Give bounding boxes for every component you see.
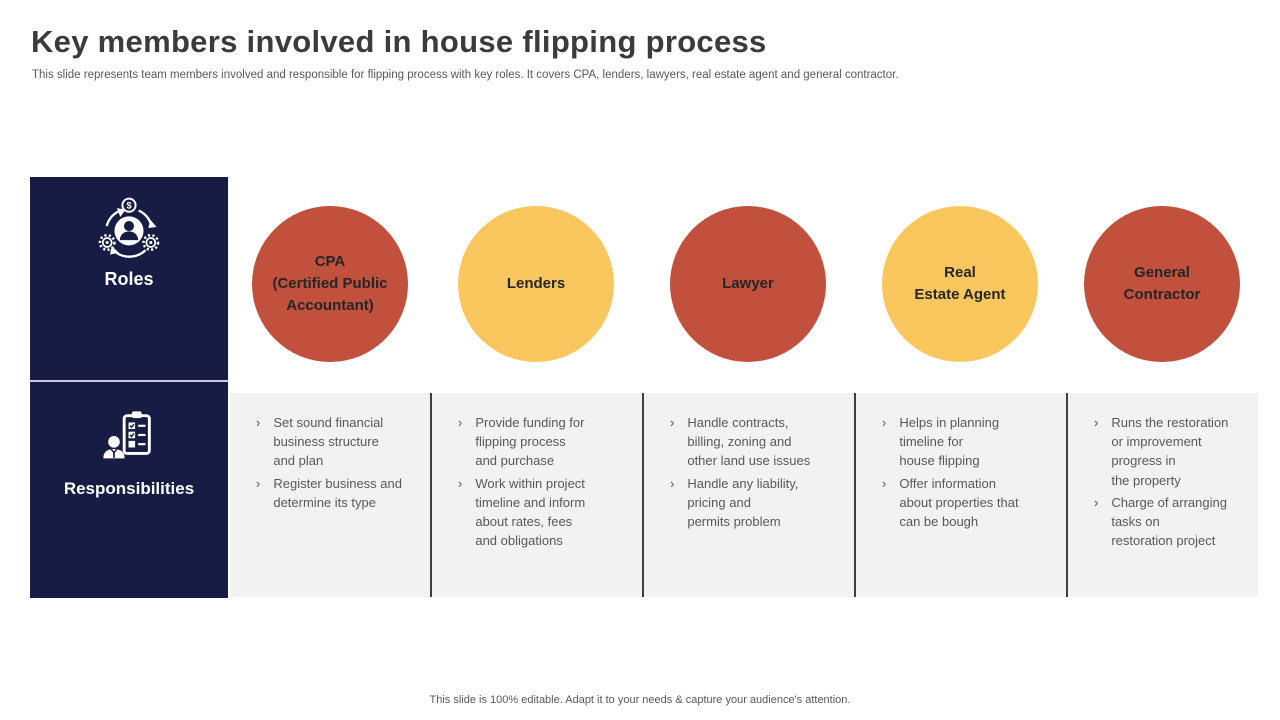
chevron-bullet-icon: › bbox=[670, 415, 675, 430]
role-circle-lawyer: Lawyer bbox=[670, 206, 826, 362]
person-checklist-clipboard-icon bbox=[103, 411, 151, 459]
responsibilities-column-cpa: ›Set sound financial business structure … bbox=[230, 393, 430, 597]
chevron-bullet-icon: › bbox=[458, 415, 463, 430]
roles-row: CPA (Certified Public Accountant) Lender… bbox=[230, 177, 1258, 391]
role-label: Real Estate Agent bbox=[914, 264, 1006, 303]
roles-label: Roles bbox=[104, 269, 154, 289]
chevron-bullet-icon: › bbox=[1094, 494, 1099, 510]
slide-subtitle: This slide represents team members invol… bbox=[32, 69, 899, 81]
page-title: Key members involved in house flipping p… bbox=[31, 24, 767, 59]
role-label: Lenders bbox=[506, 275, 566, 293]
list-item: ›Helps in planning timeline for house fl… bbox=[882, 413, 1060, 471]
person-cycle-dollar-gears-icon: $ bbox=[98, 197, 160, 258]
row-header-column: $ Roles bbox=[30, 177, 228, 598]
role-label: Lawyer bbox=[722, 275, 774, 293]
list-item: ›Handle any liability, pricing and permi… bbox=[670, 474, 848, 532]
chevron-bullet-icon: › bbox=[256, 415, 261, 430]
list-item: ›Runs the restoration or improvement pro… bbox=[1094, 413, 1252, 490]
responsibilities-column-lenders: ›Provide funding for flipping process an… bbox=[430, 393, 642, 597]
chevron-bullet-icon: › bbox=[670, 475, 675, 491]
roles-header-cell: $ Roles bbox=[30, 177, 228, 382]
list-item: ›Set sound financial business structure … bbox=[256, 413, 424, 471]
list-item: ›Charge of arranging tasks on restoratio… bbox=[1094, 493, 1252, 551]
role-label: General Contractor bbox=[1123, 264, 1201, 303]
role-circle-lenders: Lenders bbox=[458, 206, 614, 362]
chevron-bullet-icon: › bbox=[882, 475, 887, 491]
chevron-bullet-icon: › bbox=[882, 415, 887, 430]
list-item: ›Provide funding for flipping process an… bbox=[458, 413, 636, 471]
responsibilities-label: Responsibilities bbox=[63, 479, 195, 498]
role-circle-cpa: CPA (Certified Public Accountant) bbox=[252, 206, 408, 362]
footer-note: This slide is 100% editable. Adapt it to… bbox=[429, 694, 851, 706]
role-circle-real-estate-agent: Real Estate Agent bbox=[882, 206, 1038, 362]
responsibilities-row: ›Set sound financial business structure … bbox=[230, 393, 1258, 597]
responsibilities-column-real-estate-agent: ›Helps in planning timeline for house fl… bbox=[854, 393, 1066, 597]
chevron-bullet-icon: › bbox=[256, 475, 261, 491]
list-item: ›Offer information about properties that… bbox=[882, 474, 1060, 532]
list-item: ›Handle contracts, billing, zoning and o… bbox=[670, 413, 848, 471]
list-item: ›Work within project timeline and inform… bbox=[458, 474, 636, 551]
chevron-bullet-icon: › bbox=[458, 475, 463, 491]
responsibilities-column-lawyer: ›Handle contracts, billing, zoning and o… bbox=[642, 393, 854, 597]
responsibilities-column-general-contractor: ›Runs the restoration or improvement pro… bbox=[1066, 393, 1258, 597]
svg-text:$: $ bbox=[126, 201, 131, 211]
role-label: CPA (Certified Public Accountant) bbox=[272, 253, 388, 314]
list-item: ›Register business and determine its typ… bbox=[256, 474, 424, 512]
role-circle-general-contractor: General Contractor bbox=[1084, 206, 1240, 362]
chevron-bullet-icon: › bbox=[1094, 415, 1099, 430]
responsibilities-header-cell: Responsibilities bbox=[30, 382, 228, 598]
